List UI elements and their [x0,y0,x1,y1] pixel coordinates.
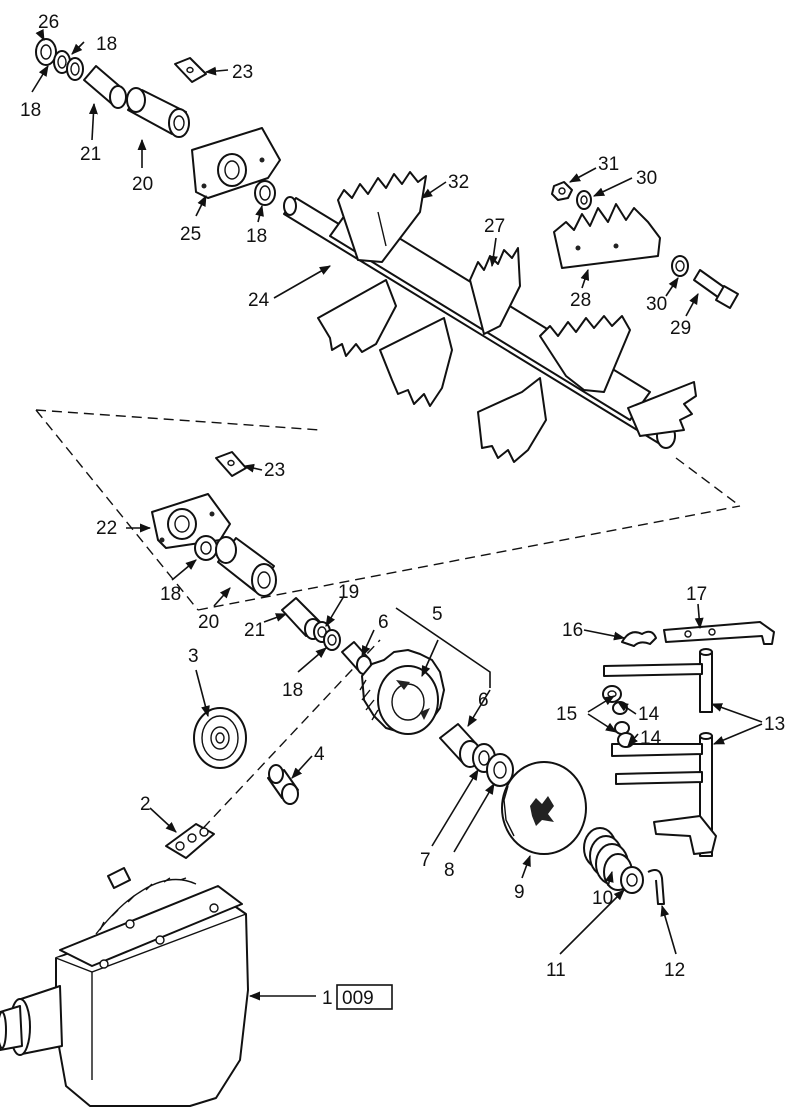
label-1-reference: 009 [342,988,374,1009]
projection-line-right [675,457,741,507]
part-18-washer-shaft [254,180,276,206]
label-21-b: 21 [244,620,265,641]
label-6-a: 6 [378,612,389,633]
part-12-cotter-pin [647,869,665,905]
rotor-tine-plate-bottom [477,377,547,463]
part-1-gearbox [0,867,249,1107]
projection-line-left [35,409,199,611]
part-21-sleeve-top [83,65,127,109]
part-18-washer-middle [194,535,218,561]
part-5-sprocket-hub [359,649,445,735]
part-25-bearing-plate [191,127,281,199]
label-18-b: 18 [20,100,41,121]
label-10: 10 [592,888,613,909]
label-21-a: 21 [80,144,101,165]
part-26-washer [35,38,57,66]
projection-line-bottom [197,505,741,611]
rotor-tine-plate-right-upper [539,315,631,393]
label-18-d: 18 [160,584,181,605]
rotor-tine-plate-center [379,317,453,407]
label-20-b: 20 [198,612,219,633]
label-6-b: 6 [478,690,489,711]
part-22-bearing-plate [151,493,231,549]
projection-line-shaft [191,639,381,841]
label-22: 22 [96,518,117,539]
part-23-clip-top [174,57,207,83]
label-32: 32 [448,172,469,193]
reference-box-009 [336,984,393,1010]
part-16-spring-clip [621,630,657,647]
part-20-bushing-top [126,87,190,138]
rotor-tine-plate-left [317,279,397,357]
label-7: 7 [420,850,431,871]
part-3-pulley [193,707,247,769]
part-30-washer-bottom [671,255,689,277]
rotor-end-plate-right [627,381,697,437]
part-28-tine-plate [553,203,661,269]
label-5: 5 [432,604,443,625]
label-14-b: 14 [640,728,662,749]
part-32-tine-plate [337,171,427,263]
part-23-clip-middle [215,451,247,477]
label-16: 16 [562,620,583,641]
callout-labels: 26 18 18 21 20 23 25 18 32 24 27 28 31 3… [20,12,785,1009]
part-8-washer [486,753,514,787]
part-9-clutch-disc [501,761,587,855]
label-8: 8 [444,860,455,881]
leader-lines [31,28,763,1001]
label-12: 12 [664,960,685,981]
label-15: 15 [556,704,577,725]
projection-line-top [35,409,321,431]
label-23-a: 23 [232,62,253,83]
part-31-nut [551,181,573,201]
part-17-lever [663,621,775,645]
part-11-washer [620,866,644,894]
label-13: 13 [764,714,785,735]
label-9: 9 [514,882,525,903]
label-30-b: 30 [646,294,667,315]
part-18-washer-middle-small [323,629,341,651]
part-29-bolt [693,269,739,309]
label-11: 11 [546,960,566,981]
part-4-sleeve [267,764,299,805]
label-25: 25 [180,224,201,245]
part-2-key-plate [165,823,215,859]
label-1: 1 [322,988,333,1009]
label-23-b: 23 [264,460,285,481]
label-24: 24 [248,290,270,311]
label-3: 3 [188,646,199,667]
label-27: 27 [484,216,505,237]
part-30-washer-top [576,190,592,210]
part-20-bushing-middle [215,536,277,597]
label-17: 17 [686,584,707,605]
part-27-tine-plate [469,247,521,335]
label-19: 19 [338,582,359,603]
part-13-shaft-arm-assembly [603,648,717,857]
label-14-a: 14 [638,704,660,725]
label-31: 31 [598,154,619,175]
label-2: 2 [140,794,151,815]
label-29: 29 [670,318,691,339]
label-4: 4 [314,744,325,765]
label-20-a: 20 [132,174,153,195]
label-18-a: 18 [96,34,117,55]
label-18-e: 18 [282,680,303,701]
label-28: 28 [570,290,591,311]
label-18-c: 18 [246,226,267,247]
label-30-a: 30 [636,168,657,189]
label-26: 26 [38,12,59,33]
part-18-washer-top-small [53,50,84,81]
